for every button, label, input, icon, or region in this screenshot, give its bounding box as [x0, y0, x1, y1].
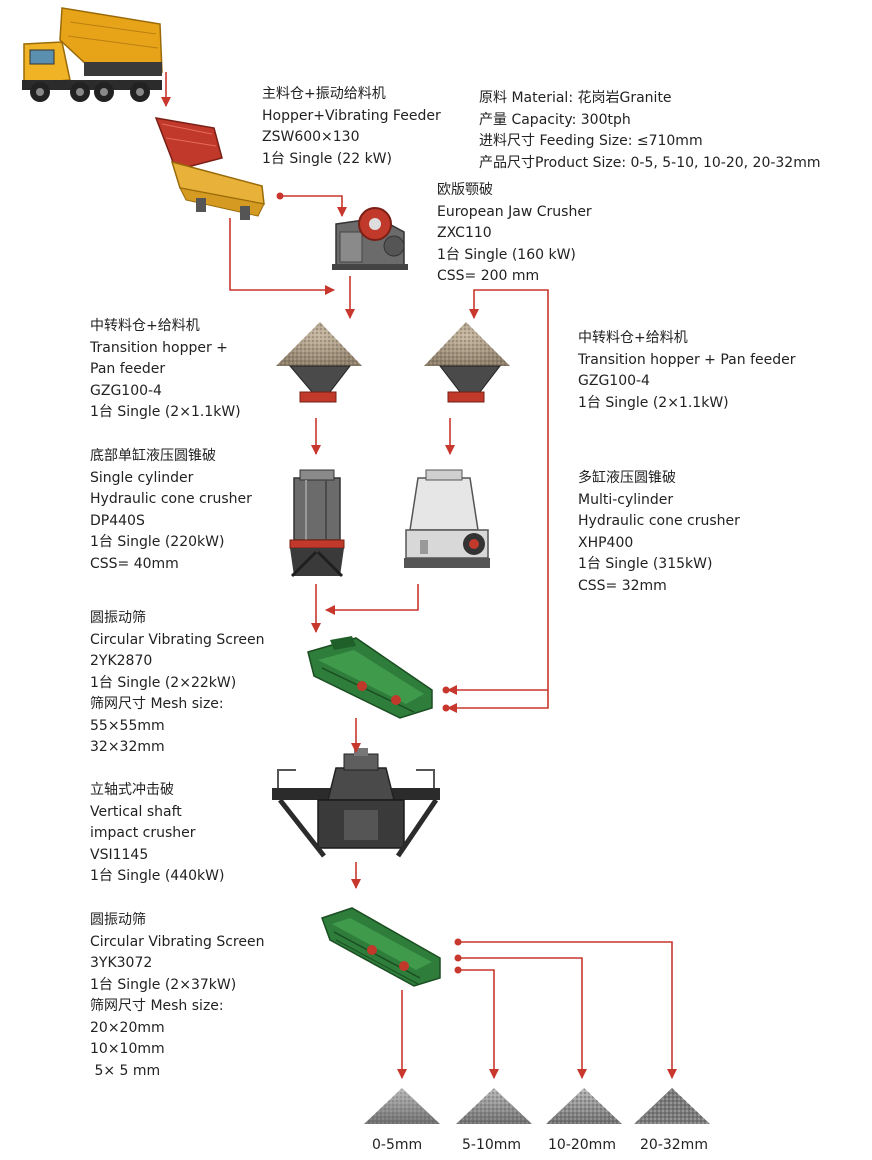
vibrating-screen-2-icon	[321, 907, 441, 987]
line: 1台 Single (220kW)	[90, 534, 225, 550]
line: 立轴式冲击破	[90, 782, 174, 798]
project-info-material: 原料 Material: 花岗岩Granite	[479, 90, 672, 106]
label-vsi: 立轴式冲击破 Vertical shaft impact crusher VSI…	[90, 780, 224, 888]
product-label-0-5: 0-5mm	[372, 1137, 423, 1153]
arrow-multi-cone-to-screen	[325, 584, 419, 615]
line: 2YK2870	[90, 653, 153, 669]
vibrating-screen-1-icon	[307, 636, 433, 719]
line: 1台 Single (2×22kW)	[90, 674, 237, 691]
arrow-screen1-return-lower	[447, 690, 549, 713]
line: Hopper+Vibrating Feeder	[262, 107, 441, 124]
arrow-screen2-to-5-10	[458, 969, 499, 1079]
arrow-screen2-to-20-32	[458, 941, 677, 1079]
label-transition-left: 中转料仓+给料机 Transition hopper + Pan feeder …	[90, 316, 241, 424]
line: Pan feeder	[90, 361, 166, 377]
line: DP440S	[90, 512, 145, 529]
line: 3YK3072	[90, 955, 153, 971]
line: 欧版颚破	[437, 182, 493, 198]
line: 1台 Single (2×1.1kW)	[90, 404, 241, 420]
vsi-crusher-icon	[272, 748, 440, 858]
product-pile-0-5-icon	[364, 1088, 440, 1124]
product-pile-5-10-icon	[456, 1088, 532, 1124]
line: 筛网尺寸 Mesh size:	[90, 998, 224, 1014]
line: 圆振动筛	[90, 912, 146, 928]
label-screen-2: 圆振动筛 Circular Vibrating Screen 3YK3072 1…	[90, 910, 264, 1082]
label-screen-1: 圆振动筛 Circular Vibrating Screen 2YK2870 1…	[90, 608, 264, 759]
line: 1台 Single (160 kW)	[437, 246, 576, 263]
transition-hopper-right-icon	[424, 322, 510, 403]
line: XHP400	[578, 534, 634, 551]
line: 20×20mm	[90, 1019, 165, 1036]
arrow-feeder-to-jaw	[280, 195, 347, 217]
line: 5× 5 mm	[90, 1062, 161, 1079]
line: VSI1145	[90, 846, 149, 863]
label-jaw-crusher: 欧版颚破 European Jaw Crusher ZXC110 1台 Sing…	[437, 180, 592, 288]
product-pile-10-20-icon	[546, 1088, 622, 1124]
label-multi-cone: 多缸液压圆锥破 Multi-cylinder Hydraulic cone cr…	[578, 468, 740, 597]
line: Vertical shaft	[90, 803, 182, 820]
line: ZSW600×130	[262, 129, 360, 145]
line: 32×32mm	[90, 739, 165, 755]
line: Transition hopper + Pan feeder	[578, 351, 796, 368]
project-info: 原料 Material: 花岗岩Granite 产量 Capacity: 300…	[479, 88, 821, 174]
product-label-10-20: 10-20mm	[548, 1137, 616, 1153]
arrow-feeder-bypass	[229, 218, 335, 295]
arrow-screen2-to-10-20	[458, 957, 587, 1079]
line: 1台 Single (315kW)	[578, 556, 713, 572]
line: CSS= 32mm	[578, 577, 667, 594]
product-label-5-10: 5-10mm	[462, 1137, 522, 1153]
line: 筛网尺寸 Mesh size:	[90, 696, 224, 712]
line: Multi-cylinder	[578, 491, 674, 508]
line: 10×10mm	[90, 1041, 165, 1057]
multi-cylinder-cone-crusher-icon	[404, 469, 490, 568]
project-info-product-size: 产品尺寸Product Size: 0-5, 5-10, 10-20, 20-3…	[479, 154, 821, 171]
hopper-feeder-icon	[154, 117, 265, 220]
line: 底部单缸液压圆锥破	[90, 448, 216, 464]
line: 1台 Single (2×1.1kW)	[578, 394, 729, 411]
dump-truck-icon	[22, 7, 163, 102]
line: CSS= 40mm	[90, 555, 179, 572]
line: CSS= 200 mm	[437, 268, 540, 284]
line: Hydraulic cone crusher	[578, 513, 740, 529]
project-info-capacity: 产量 Capacity: 300tph	[479, 111, 631, 128]
label-hopper-feeder: 主料仓+振动给料机 Hopper+Vibrating Feeder ZSW600…	[262, 84, 441, 170]
line: 圆振动筛	[90, 610, 146, 626]
line: 1台 Single (440kW)	[90, 868, 225, 884]
project-info-feeding-size: 进料尺寸 Feeding Size: ≤710mm	[479, 133, 703, 149]
line: Single cylinder	[90, 469, 194, 486]
line: Circular Vibrating Screen	[90, 631, 265, 648]
label-transition-right: 中转料仓+给料机 Transition hopper + Pan feeder …	[578, 328, 796, 414]
single-cylinder-cone-crusher-icon	[289, 469, 345, 578]
line: 中转料仓+给料机	[578, 330, 688, 346]
line: 55×55mm	[90, 717, 165, 734]
line: 1台 Single (22 kW)	[262, 150, 392, 167]
line: 中转料仓+给料机	[90, 318, 200, 334]
line: ZXC110	[437, 225, 492, 241]
line: GZG100-4	[90, 382, 162, 399]
transition-hopper-left-icon	[276, 322, 362, 403]
flow-arrows	[161, 72, 677, 1079]
line: Hydraulic cone crusher	[90, 491, 252, 507]
line: GZG100-4	[578, 373, 650, 389]
line: European Jaw Crusher	[437, 203, 592, 220]
product-pile-20-32-icon	[634, 1088, 710, 1124]
product-label-20-32: 20-32mm	[640, 1137, 708, 1153]
line: 多缸液压圆锥破	[578, 470, 676, 486]
line: Transition hopper +	[90, 339, 228, 356]
arrow-return-loop-top	[469, 289, 549, 690]
line: Circular Vibrating Screen	[90, 933, 265, 950]
line: 1台 Single (2×37kW)	[90, 976, 237, 993]
line: impact crusher	[90, 825, 196, 841]
label-single-cone: 底部单缸液压圆锥破 Single cylinder Hydraulic cone…	[90, 446, 252, 575]
jaw-crusher-icon	[332, 207, 408, 270]
flow-dots	[276, 192, 462, 974]
line: 主料仓+振动给料机	[262, 86, 386, 102]
